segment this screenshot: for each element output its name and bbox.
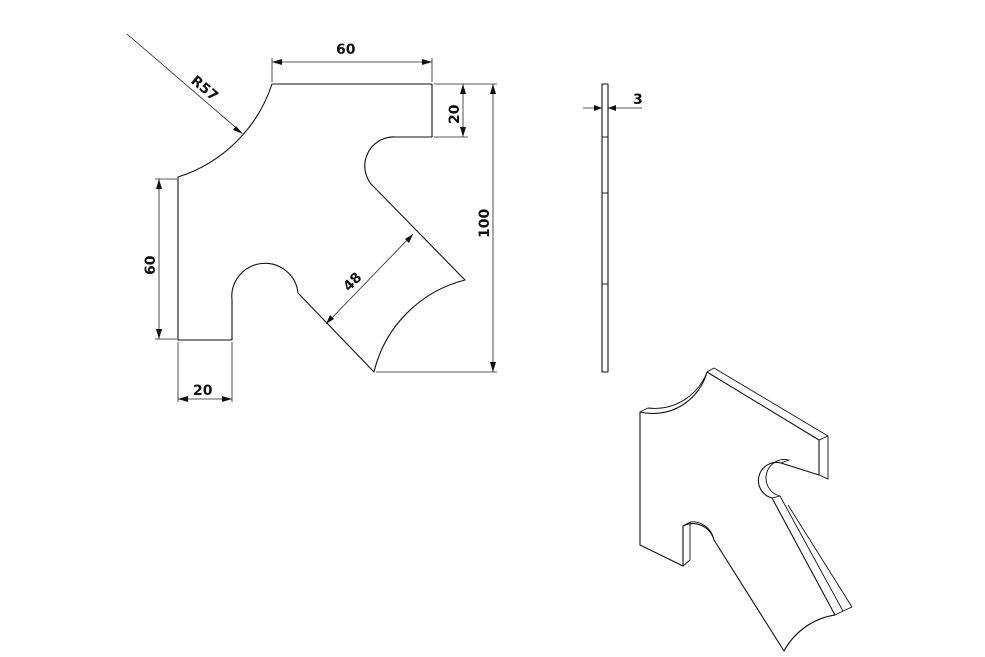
dim-thickness: 3 <box>583 92 643 111</box>
front-view-outline <box>177 83 466 373</box>
dim-overall-height-label: 100 <box>477 209 493 238</box>
side-view-outline <box>601 83 609 373</box>
dim-bottom-width: 20 <box>177 342 233 402</box>
dim-radius: R57 <box>126 33 243 134</box>
isometric-view <box>639 367 853 652</box>
dim-bottom-width-label: 20 <box>193 383 213 399</box>
isometric-front-face <box>639 371 836 652</box>
dim-arm-width: 48 <box>325 233 414 325</box>
dim-thickness-label: 3 <box>633 92 643 108</box>
dim-top-right-height-label: 20 <box>447 104 463 124</box>
isometric-top-edge <box>706 367 829 480</box>
dim-top-right-height: 20 <box>434 84 468 138</box>
front-view: R57 60 20 100 <box>126 33 497 402</box>
dim-top-width-label: 60 <box>336 42 356 58</box>
dim-radius-label: R57 <box>187 73 220 105</box>
dim-left-height-label: 60 <box>143 255 159 275</box>
dim-arm-width-label: 48 <box>340 270 365 295</box>
side-view: 3 <box>583 83 643 373</box>
dim-left-height: 60 <box>143 178 177 340</box>
dim-top-width: 60 <box>271 42 433 82</box>
dim-overall-height: 100 <box>376 83 497 373</box>
